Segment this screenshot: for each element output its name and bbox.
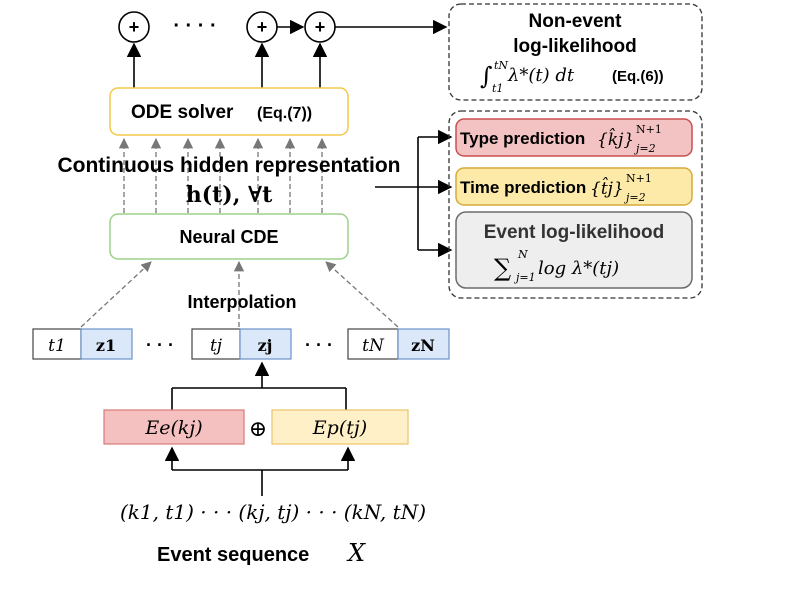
token-tj: tj	[191, 328, 241, 360]
prediction-group	[448, 110, 703, 299]
token-t1: t1	[32, 328, 82, 360]
time-embedding-label: Ep(tj)	[312, 417, 367, 439]
time-prediction-box: Time prediction {t̂j} N+1 j=2	[455, 167, 693, 206]
neural-cde-box: Neural CDE	[109, 213, 349, 260]
token-zN: zN	[397, 328, 450, 360]
time-embedding-box: Ep(tj)	[271, 409, 409, 445]
token-dots-1: · · ·	[146, 335, 174, 355]
type-prediction-sub: j=2	[633, 142, 656, 155]
non-event-box: Non-event log-likelihood ∫ tN t1 λ*(t) d…	[448, 3, 703, 101]
type-prediction-box: Type prediction {k̂j} N+1 j=2	[455, 118, 693, 157]
token-zj: zj	[239, 328, 292, 360]
token-t1-text: t1	[48, 336, 66, 356]
non-event-line2: log-likelihood	[513, 36, 637, 57]
integral-sign: ∫	[480, 62, 493, 90]
branch-arrows	[375, 129, 453, 258]
integral-lower: t1	[492, 82, 503, 95]
token-dots-2: · · ·	[305, 335, 333, 355]
integral-upper: tN	[494, 59, 508, 72]
sum-sign: ∑	[494, 254, 511, 282]
sum-expr: log λ*(tj)	[538, 258, 619, 279]
type-prediction-set: {k̂j}	[597, 128, 634, 150]
time-prediction-label: Time prediction	[460, 178, 586, 197]
time-prediction-sub: j=2	[623, 191, 646, 204]
type-prediction-label: Type prediction	[460, 129, 585, 148]
ode-solver-label: ODE solver	[131, 102, 234, 123]
event-ll-label: Event log-likelihood	[484, 222, 665, 243]
interpolation-arrows	[80, 260, 399, 328]
token-tN-text: tN	[362, 336, 385, 356]
time-prediction-sup: N+1	[626, 172, 652, 185]
integral-expr: λ*(t) dt	[507, 65, 575, 86]
oplus-symbol: ⊕	[249, 417, 267, 442]
event-log-likelihood-box: Event log-likelihood ∑ N j=1 log λ*(tj)	[455, 211, 693, 289]
dots-top: · · · ·	[173, 15, 216, 37]
non-event-eq: (Eq.(6))	[612, 68, 664, 85]
event-pairs: (k1, t1) · · · (kj, tj) · · · (kN, tN)	[120, 500, 426, 524]
plus-circle-3: +	[304, 11, 336, 43]
token-z1-text: z1	[96, 336, 116, 355]
combine-arrow	[171, 361, 347, 410]
token-z1: z1	[80, 328, 133, 360]
time-prediction-set: {t̂j}	[590, 177, 624, 199]
plus-symbol: +	[257, 17, 268, 37]
split-arrow	[164, 446, 356, 496]
non-event-line1: Non-event	[529, 11, 623, 32]
sum-sup: N	[517, 248, 528, 261]
interpolation-label: Interpolation	[188, 292, 297, 312]
type-prediction-sup: N+1	[636, 123, 662, 136]
plus-symbol: +	[315, 17, 326, 37]
event-sequence-label: Event sequence	[157, 544, 309, 566]
neural-cde-label: Neural CDE	[179, 227, 278, 247]
ode-solver-box: ODE solver (Eq.(7))	[109, 87, 349, 136]
hidden-representation-label: Continuous hidden representation	[57, 154, 400, 177]
plus-circle-1: +	[118, 11, 150, 43]
event-sequence-var: X	[346, 539, 366, 567]
token-zN-text: zN	[411, 336, 435, 355]
plus-circle-2: +	[246, 11, 278, 43]
type-embedding-box: Ee(kj)	[103, 409, 245, 445]
plus-symbol: +	[129, 17, 140, 37]
type-embedding-label: Ee(kj)	[144, 417, 202, 439]
ode-solver-eq: (Eq.(7))	[257, 105, 312, 122]
token-tN: tN	[347, 328, 399, 360]
hidden-formula: h(t), ∀t	[186, 182, 273, 208]
token-tj-text: tj	[210, 336, 223, 356]
dashed-arrows-hidden	[118, 137, 328, 213]
sum-sub: j=1	[513, 271, 536, 284]
token-zj-text: zj	[258, 336, 273, 355]
